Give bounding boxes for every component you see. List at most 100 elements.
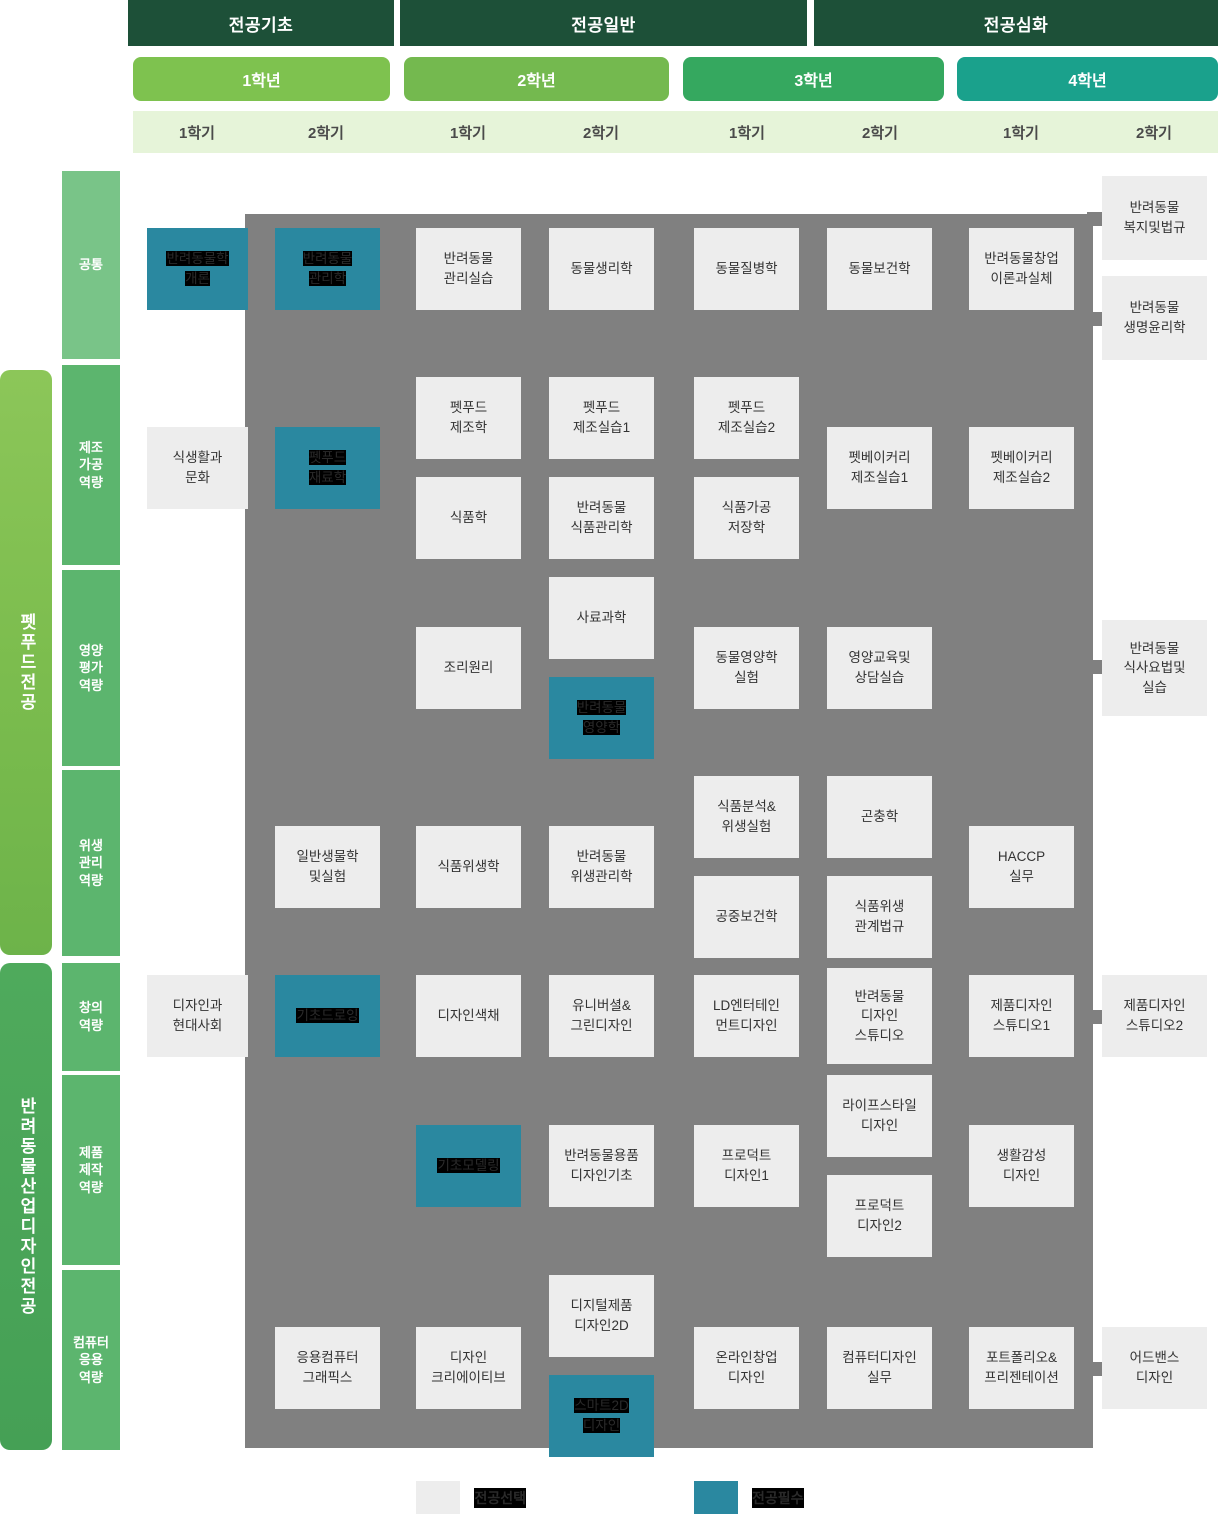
course-box[interactable]: 식품학 [416,477,521,559]
course-box[interactable]: 동물생리학 [549,228,654,310]
course-box[interactable]: 동물질병학 [694,228,799,310]
semester-label-6: 1학기 [1003,124,1039,142]
year-band-3: 4학년 [957,57,1218,101]
course-box[interactable]: 곤충학 [827,776,932,858]
year-band-1: 2학년 [404,57,669,101]
course-box[interactable]: 조리원리 [416,627,521,709]
elective-swatch-icon [416,1481,461,1514]
semester-label-1: 2학기 [308,124,344,142]
course-box[interactable]: 포트폴리오&프리젠테이션 [969,1327,1074,1409]
competency-cell-0: 공통 [62,171,120,359]
course-box[interactable]: 기초드로잉 [275,975,380,1057]
course-box[interactable]: 공중보건학 [694,876,799,958]
course-label: 동물보건학 [848,261,911,277]
semester-label-2: 1학기 [450,124,486,142]
course-box[interactable]: 유니버셜&그린디자인 [549,975,654,1057]
major-spine-petfood: 펫푸드전공 [0,370,52,955]
course-box[interactable]: 기초모델링 [416,1125,521,1207]
semester-band-background [133,111,1218,153]
course-label: 식품학 [449,510,488,526]
course-box[interactable]: 사료과학 [549,577,654,659]
course-label: 기초드로잉 [296,1008,359,1024]
course-box[interactable]: 식품위생학 [416,826,521,908]
semester-label-0: 1학기 [179,124,215,142]
course-box[interactable]: 동물보건학 [827,228,932,310]
semester-label-4: 1학기 [729,124,765,142]
year-band-2: 3학년 [683,57,944,101]
course-label: 공중보건학 [715,909,778,925]
course-label: 동물질병학 [715,261,778,277]
required-swatch-icon [694,1481,738,1514]
tier-band-2: 전공심화 [814,0,1218,46]
course-box[interactable]: 식품분석&위생실험 [694,776,799,858]
course-box[interactable]: 디자인색채 [416,975,521,1057]
course-label: 기초모델링 [437,1158,500,1174]
